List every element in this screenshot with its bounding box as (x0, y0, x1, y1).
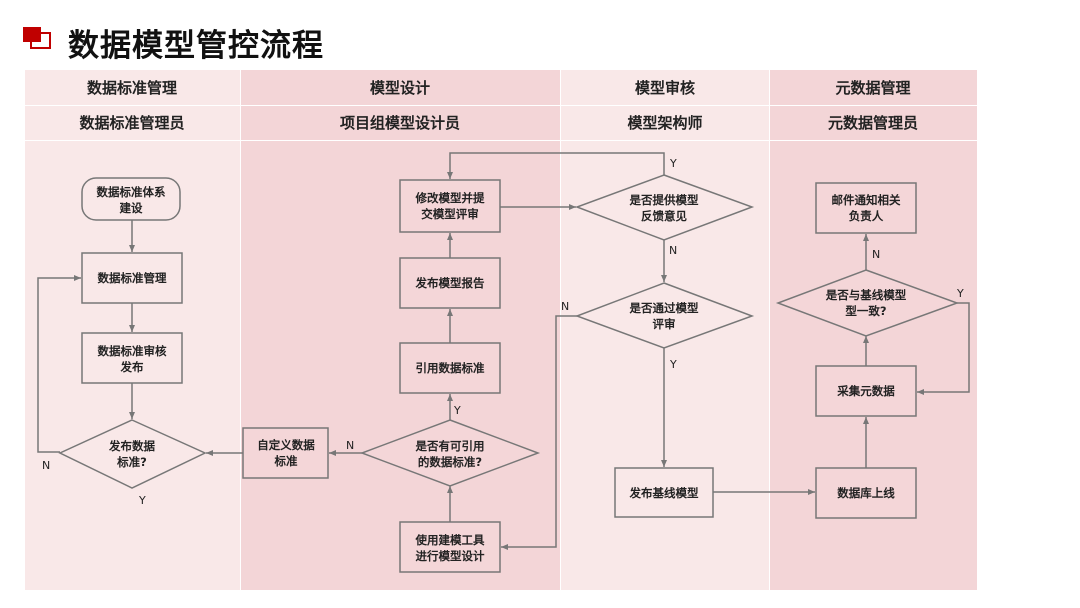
node-modify-submit: 修改模型并提交模型评审 (399, 179, 501, 233)
node-feedback-decision: 是否提供模型反馈意见 (574, 174, 755, 241)
svg-text:数据标准体系建设: 数据标准体系建设 (97, 185, 166, 215)
edge-label: N (669, 244, 677, 257)
svg-text:使用建模工具进行模型设计: 使用建模工具进行模型设计 (415, 533, 485, 563)
node-ref-std: 引用数据标准 (399, 342, 501, 394)
edge-label: N (42, 459, 50, 472)
lane-phase: 模型设计 (370, 79, 430, 97)
svg-text:是否提供模型反馈意见: 是否提供模型反馈意见 (629, 193, 699, 223)
svg-text:数据标准审核发布: 数据标准审核发布 (98, 344, 167, 374)
svg-text:发布数据标准?: 发布数据标准? (108, 439, 155, 469)
svg-text:自定义数据标准: 自定义数据标准 (257, 438, 315, 468)
svg-text:是否与基线模型型一致?: 是否与基线模型型一致? (825, 288, 907, 318)
node-std-publish-decision: 发布数据标准? (58, 419, 207, 489)
logo-icon (23, 27, 51, 49)
edge-label: Y (956, 287, 964, 300)
node-pass-decision: 是否通过模型评审 (574, 282, 755, 349)
node-publish-report: 发布模型报告 (399, 257, 501, 309)
lane-phase: 数据标准管理 (87, 79, 177, 97)
node-custom-std: 自定义数据标准 (242, 427, 329, 479)
node-db-online: 数据库上线 (815, 467, 917, 519)
node-has-std-decision: 是否有可引用的数据标准? (359, 419, 541, 487)
lane-phase: 模型审核 (635, 79, 695, 97)
page-title: 数据模型管控流程 (68, 28, 324, 64)
lane-design (241, 70, 560, 590)
svg-text:邮件通知相关负责人: 邮件通知相关负责人 (832, 193, 901, 223)
svg-text:数据标准管理: 数据标准管理 (98, 271, 167, 285)
svg-text:发布基线模型: 发布基线模型 (629, 486, 699, 500)
lane-role: 元数据管理员 (828, 114, 918, 132)
svg-text:数据库上线: 数据库上线 (837, 486, 895, 500)
edge-label: Y (669, 358, 677, 371)
node-consistent-decision: 是否与基线模型型一致? (775, 269, 960, 337)
edge-label: Y (669, 157, 677, 170)
node-std-review: 数据标准审核发布 (81, 332, 183, 384)
edge-label: Y (453, 404, 461, 417)
lane-role: 项目组模型设计员 (340, 114, 460, 132)
node-std-system: 数据标准体系建设 (81, 177, 181, 221)
edge-label: N (346, 439, 354, 452)
node-std-manage: 数据标准管理 (81, 252, 183, 304)
node-publish-baseline: 发布基线模型 (614, 467, 714, 518)
node-email-notify: 邮件通知相关负责人 (815, 182, 917, 234)
node-collect-meta: 采集元数据 (815, 365, 917, 417)
svg-text:是否通过模型评审: 是否通过模型评审 (629, 301, 699, 331)
svg-text:修改模型并提交模型评审: 修改模型并提交模型评审 (415, 191, 485, 221)
svg-text:采集元数据: 采集元数据 (836, 384, 895, 398)
edge-label: Y (138, 494, 146, 507)
node-use-tool: 使用建模工具进行模型设计 (399, 521, 501, 573)
svg-text:发布模型报告: 发布模型报告 (415, 276, 485, 290)
svg-text:是否有可引用的数据标准?: 是否有可引用的数据标准? (415, 439, 485, 469)
lane-phase: 元数据管理 (835, 79, 910, 97)
edge-label: N (872, 248, 880, 261)
svg-text:引用数据标准: 引用数据标准 (416, 361, 485, 375)
edge-label: N (561, 300, 569, 313)
lane-role: 模型架构师 (627, 114, 702, 132)
edges (37, 152, 970, 550)
lane-role: 数据标准管理员 (79, 114, 184, 132)
